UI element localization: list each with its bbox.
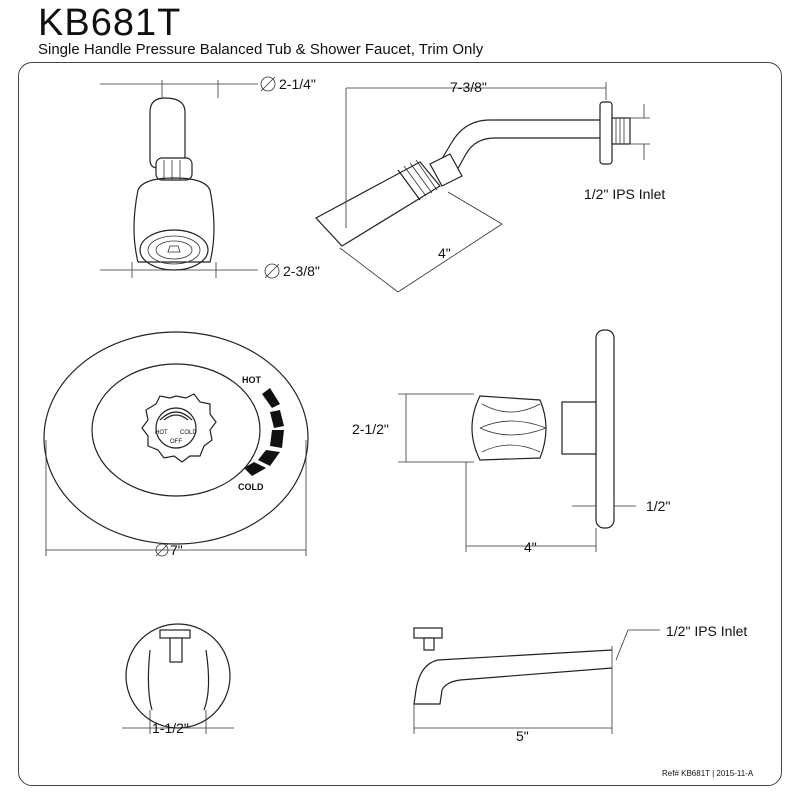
valve-side-view: [471, 329, 615, 529]
flange-diameter-label: 2-1/4": [279, 76, 316, 92]
handle-off-label: OFF: [170, 439, 182, 445]
spout-length-label: 5": [516, 728, 529, 744]
shower-inlet-label: 1/2" IPS Inlet: [584, 186, 665, 202]
model-title: KB681T: [38, 2, 182, 44]
valve-plate-front: [43, 331, 309, 545]
valve-side-dims: [398, 393, 636, 552]
plate-diameter-label: 7": [170, 542, 183, 558]
spout-width-label: 1-1/2": [152, 720, 189, 736]
plate-diameter-dim: [45, 440, 307, 557]
product-description: Single Handle Pressure Balanced Tub & Sh…: [38, 41, 484, 58]
shower-head-front-view: [133, 80, 219, 271]
tub-spout-side: [413, 627, 613, 705]
cold-label: COLD: [238, 482, 264, 492]
tub-spout-front: [125, 623, 231, 729]
handle-hot-label: HOT: [155, 430, 168, 436]
plate-thickness-label: 1/2": [646, 498, 670, 514]
tub-spout-front-dims: [122, 710, 234, 734]
valve-projection-label: 4": [524, 539, 537, 555]
arm-length-label: 7-3/8": [450, 79, 487, 95]
tub-spout-side-dims: [413, 629, 660, 734]
shower-head-front-dims: [100, 76, 280, 279]
handle-cold-label: COLD: [180, 430, 197, 436]
handle-height-label: 2-1/2": [352, 421, 389, 437]
reference-number: Ref# KB681T | 2015-11-A: [662, 769, 754, 778]
drawing-frame: [18, 62, 782, 786]
hot-label: HOT: [242, 375, 262, 385]
head-depth-label: 4": [438, 245, 451, 261]
shower-head-side-dims: [339, 82, 650, 293]
shower-head-side-view: [315, 101, 631, 247]
spout-inlet-label: 1/2" IPS Inlet: [666, 623, 747, 639]
head-diameter-label: 2-3/8": [283, 263, 320, 279]
